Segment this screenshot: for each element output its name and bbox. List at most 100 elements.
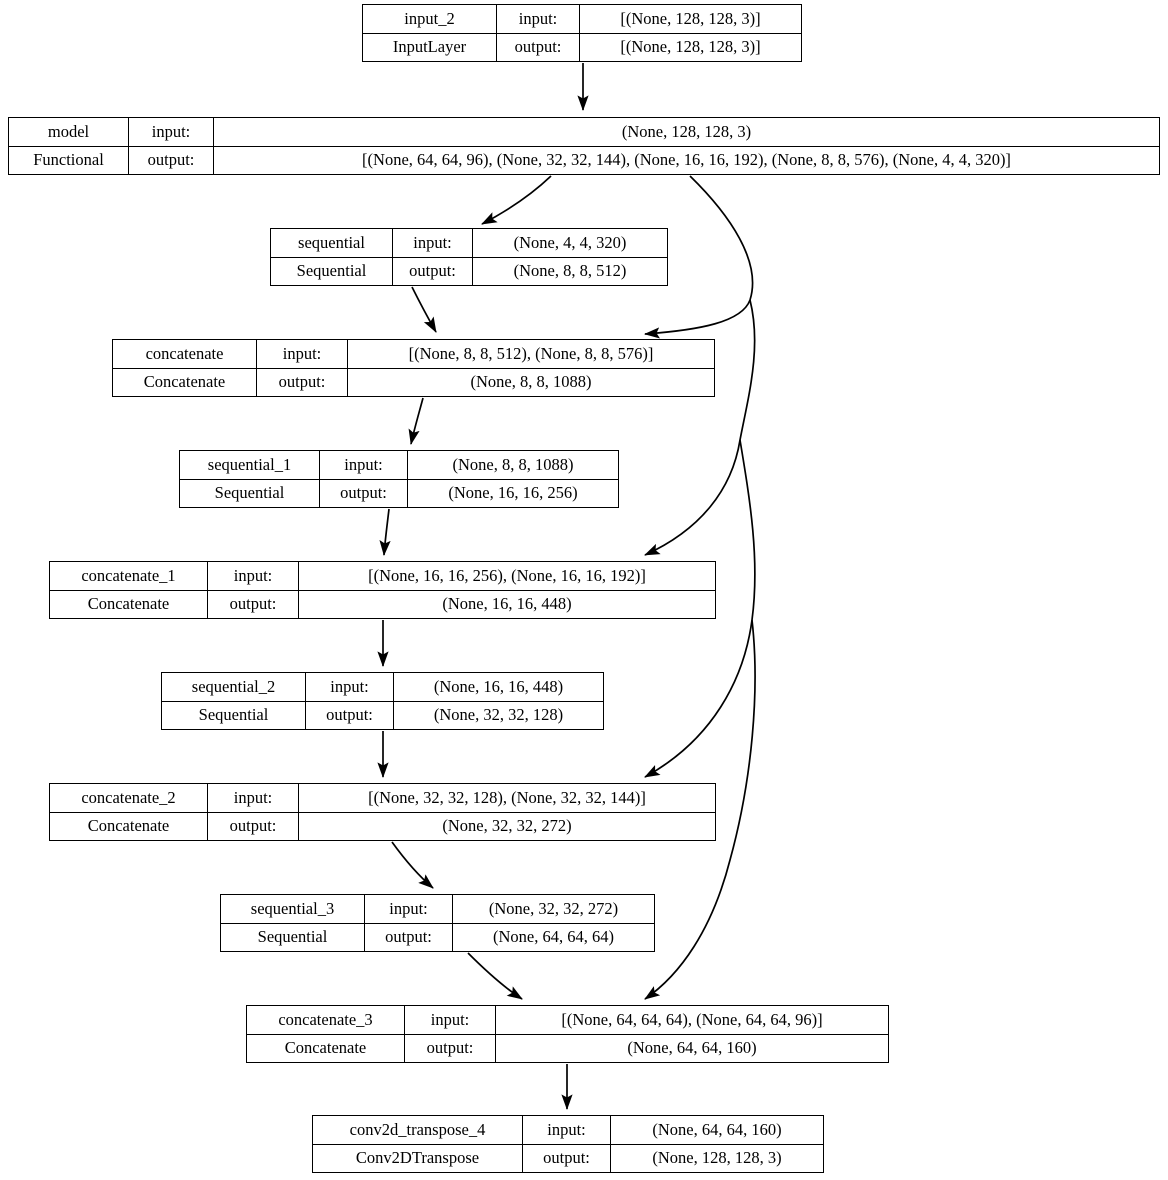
node-sequential_2-input-label: input: <box>306 673 394 701</box>
node-sequential_3-output-shape: (None, 64, 64, 64) <box>493 927 614 946</box>
node-sequential_2-layer-type: Sequential <box>162 701 306 729</box>
node-concatenate_2-input-shape: [(None, 32, 32, 128), (None, 32, 32, 144… <box>368 787 646 807</box>
node-model-layer-name: model <box>9 118 129 146</box>
node-sequential-input-shape: (None, 4, 4, 320) <box>513 232 627 252</box>
node-sequential_3-layer-type: Sequential <box>221 923 365 951</box>
node-input_2-input-shape: [(None, 128, 128, 3)] <box>620 8 761 28</box>
node-concatenate-input-shape: [(None, 8, 8, 512), (None, 8, 8, 576)] <box>408 343 654 363</box>
node-sequential-layer-name: sequential <box>271 229 393 257</box>
edge-model-to-sequential <box>481 175 552 225</box>
node-sequential_2-layer-name: sequential_2 <box>162 673 306 701</box>
node-concatenate-output-shape: (None, 8, 8, 1088) <box>470 372 592 391</box>
node-sequential_2-input-shape: (None, 16, 16, 448) <box>433 676 564 696</box>
node-input_2-input-label: input: <box>497 5 580 33</box>
node-sequential_1-layer-name: sequential_1 <box>180 451 320 479</box>
node-concatenate_1-input-shape: [(None, 16, 16, 256), (None, 16, 16, 192… <box>368 565 646 585</box>
node-concatenate_3-input-shape: [(None, 64, 64, 64), (None, 64, 64, 96)] <box>561 1009 823 1029</box>
node-sequential_3-input-label: input: <box>365 895 453 923</box>
node-concatenate_1-output-label: output: <box>208 590 299 618</box>
node-conv2d_transpose_4-input-shape: (None, 64, 64, 160) <box>652 1119 782 1139</box>
node-concatenate_2-output-label: output: <box>208 812 299 840</box>
node-concatenate-layer-name: concatenate <box>113 340 257 368</box>
node-input_2-layer-type: InputLayer <box>363 33 497 61</box>
node-sequential-output-shape: (None, 8, 8, 512) <box>513 261 627 280</box>
node-concatenate_3-layer-type: Concatenate <box>247 1034 405 1062</box>
node-concatenate_1-input-label: input: <box>208 562 299 590</box>
node-input_2-output-shape: [(None, 128, 128, 3)] <box>620 37 761 56</box>
node-sequential_1-input-label: input: <box>320 451 408 479</box>
edge-sequential_3-to-concatenate_3 <box>467 952 523 1000</box>
node-model-input-shape: (None, 128, 128, 3) <box>621 121 752 141</box>
node-model-input-label: input: <box>129 118 214 146</box>
node-conv2d_transpose_4-output-shape: (None, 128, 128, 3) <box>652 1148 782 1167</box>
node-sequential-output-label: output: <box>393 257 473 285</box>
node-sequential_1-input-shape: (None, 8, 8, 1088) <box>452 454 574 474</box>
node-concatenate-input-label: input: <box>257 340 348 368</box>
node-concatenate_2-output-shape: (None, 32, 32, 272) <box>442 816 572 835</box>
node-sequential_1-output-shape: (None, 16, 16, 256) <box>448 483 578 502</box>
node-sequential_3-input-shape: (None, 32, 32, 272) <box>488 898 619 918</box>
edge-concatenate-to-sequential_1 <box>408 397 424 445</box>
node-sequential-input-label: input: <box>393 229 473 257</box>
node-concatenate_2-layer-name: concatenate_2 <box>50 784 208 812</box>
node-concatenate_3-layer-name: concatenate_3 <box>247 1006 405 1034</box>
node-sequential_3-layer-name: sequential_3 <box>221 895 365 923</box>
node-sequential_1-output-label: output: <box>320 479 408 507</box>
edge-concatenate_2-to-sequential_3 <box>391 841 434 889</box>
node-concatenate-layer-type: Concatenate <box>113 368 257 396</box>
node-sequential_2-output-shape: (None, 32, 32, 128) <box>433 705 564 724</box>
node-conv2d_transpose_4-layer-name: conv2d_transpose_4 <box>313 1116 523 1144</box>
node-conv2d_transpose_4-input-label: input: <box>523 1116 611 1144</box>
node-model-layer-type: Functional <box>9 146 129 174</box>
node-model-output-shape: [(None, 64, 64, 96), (None, 32, 32, 144)… <box>362 150 1011 169</box>
node-conv2d_transpose_4-layer-type: Conv2DTranspose <box>313 1144 523 1172</box>
node-concatenate_3-output-shape: (None, 64, 64, 160) <box>627 1038 757 1057</box>
node-sequential_2-output-label: output: <box>306 701 394 729</box>
edge-sequential_1-to-concatenate_1 <box>379 508 391 557</box>
node-concatenate_1-layer-type: Concatenate <box>50 590 208 618</box>
node-concatenate_3-output-label: output: <box>405 1034 496 1062</box>
node-concatenate_1-output-shape: (None, 16, 16, 448) <box>442 594 572 613</box>
node-sequential_3-output-label: output: <box>365 923 453 951</box>
node-conv2d_transpose_4-output-label: output: <box>523 1144 611 1172</box>
node-concatenate_2-layer-type: Concatenate <box>50 812 208 840</box>
node-input_2-layer-name: input_2 <box>363 5 497 33</box>
node-input_2-output-label: output: <box>497 33 580 61</box>
node-model-output-label: output: <box>129 146 214 174</box>
node-concatenate_3-input-label: input: <box>405 1006 496 1034</box>
node-sequential-layer-type: Sequential <box>271 257 393 285</box>
edge-sequential-to-concatenate <box>411 286 437 333</box>
